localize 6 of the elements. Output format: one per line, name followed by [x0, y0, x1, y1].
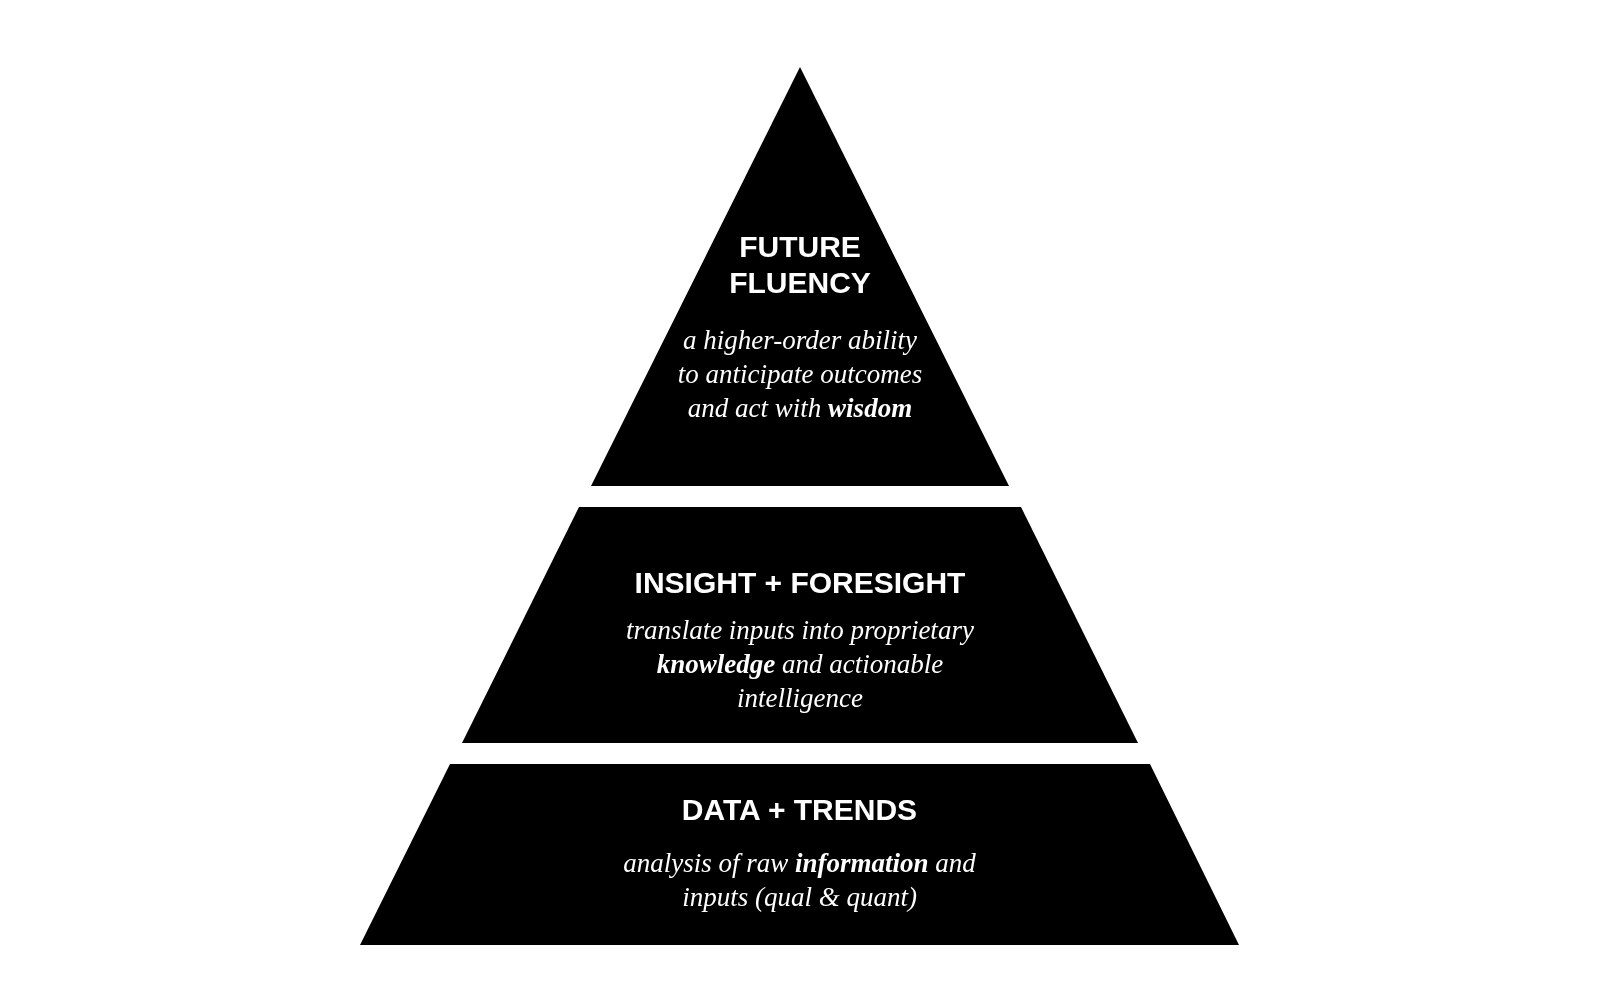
tier-description: translate inputs into proprietary knowledge and actionable intelligence	[625, 614, 975, 715]
tier-description: analysis of raw information and inputs (qual & quant)	[622, 847, 977, 914]
tier-heading: FUTURE FLUENCY	[728, 229, 872, 301]
tier-heading: DATA + TRENDS	[681, 792, 918, 828]
tier-description: a higher-order ability to anticipate outcomes and act with wisdom	[676, 324, 924, 425]
tier-heading: INSIGHT + FORESIGHT	[634, 565, 966, 601]
